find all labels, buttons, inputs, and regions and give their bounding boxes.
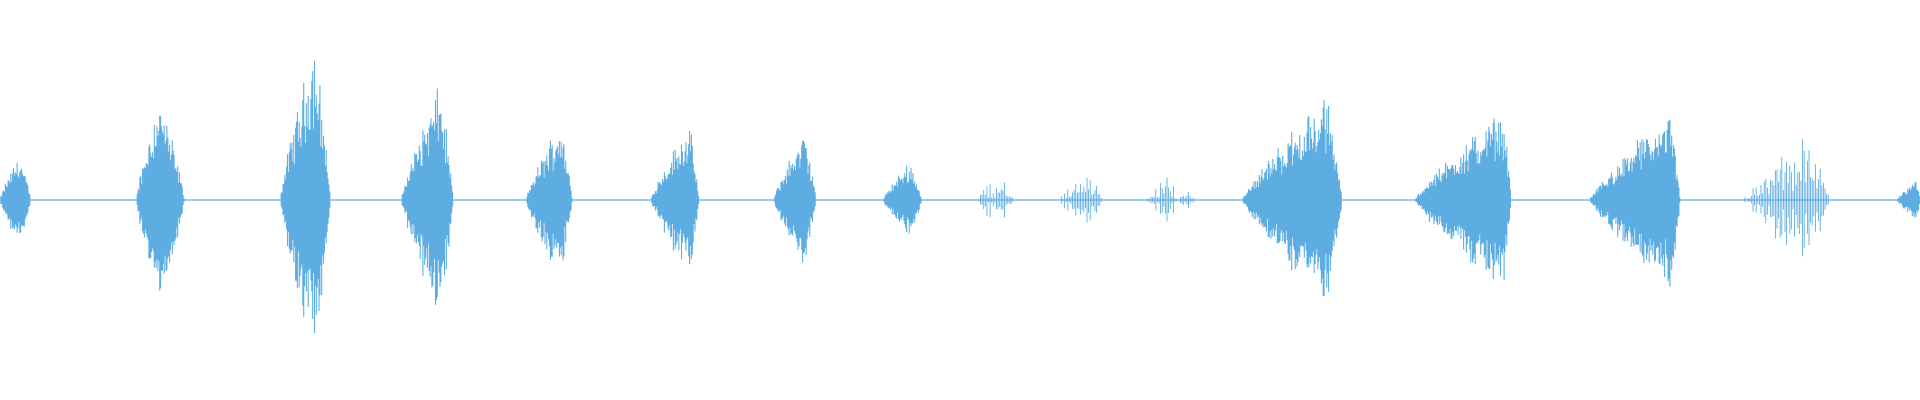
waveform-burst [1242, 100, 1342, 297]
waveform-burst [1415, 118, 1511, 280]
waveform-burst [280, 60, 331, 334]
waveform-burst-path [0, 162, 32, 234]
waveform-burst-path [1180, 192, 1196, 209]
waveform-burst [401, 88, 454, 305]
waveform-burst [651, 131, 700, 265]
waveform-burst [1180, 192, 1196, 209]
waveform-burst [1897, 181, 1920, 218]
waveform-burst [1060, 177, 1102, 223]
waveform-burst-path [280, 60, 331, 334]
waveform-burst [136, 115, 185, 291]
waveform-burst-path [978, 182, 1013, 218]
waveform-burst [774, 140, 816, 263]
waveform-burst-path [883, 165, 922, 234]
waveform-burst [1147, 177, 1179, 222]
waveform-burst [883, 165, 922, 234]
waveform-burst [1744, 139, 1829, 257]
waveform-burst-path [1744, 139, 1829, 257]
waveform-burst-path [1897, 181, 1920, 218]
waveform-burst-path [1590, 119, 1681, 287]
waveform-burst-path [401, 88, 454, 305]
waveform-burst-path [1060, 177, 1102, 223]
waveform-burst-path [651, 131, 700, 265]
waveform-burst-path [1147, 177, 1179, 222]
waveform-burst [1590, 119, 1681, 287]
waveform-burst-path [774, 140, 816, 263]
waveform-burst-path [136, 115, 185, 291]
waveform-burst [526, 140, 573, 261]
waveform-burst-path [526, 140, 573, 261]
waveform-burst [0, 162, 32, 234]
waveform-burst [978, 182, 1013, 218]
waveform-burst-path [1415, 118, 1511, 280]
waveform-burst-path [1242, 100, 1342, 297]
